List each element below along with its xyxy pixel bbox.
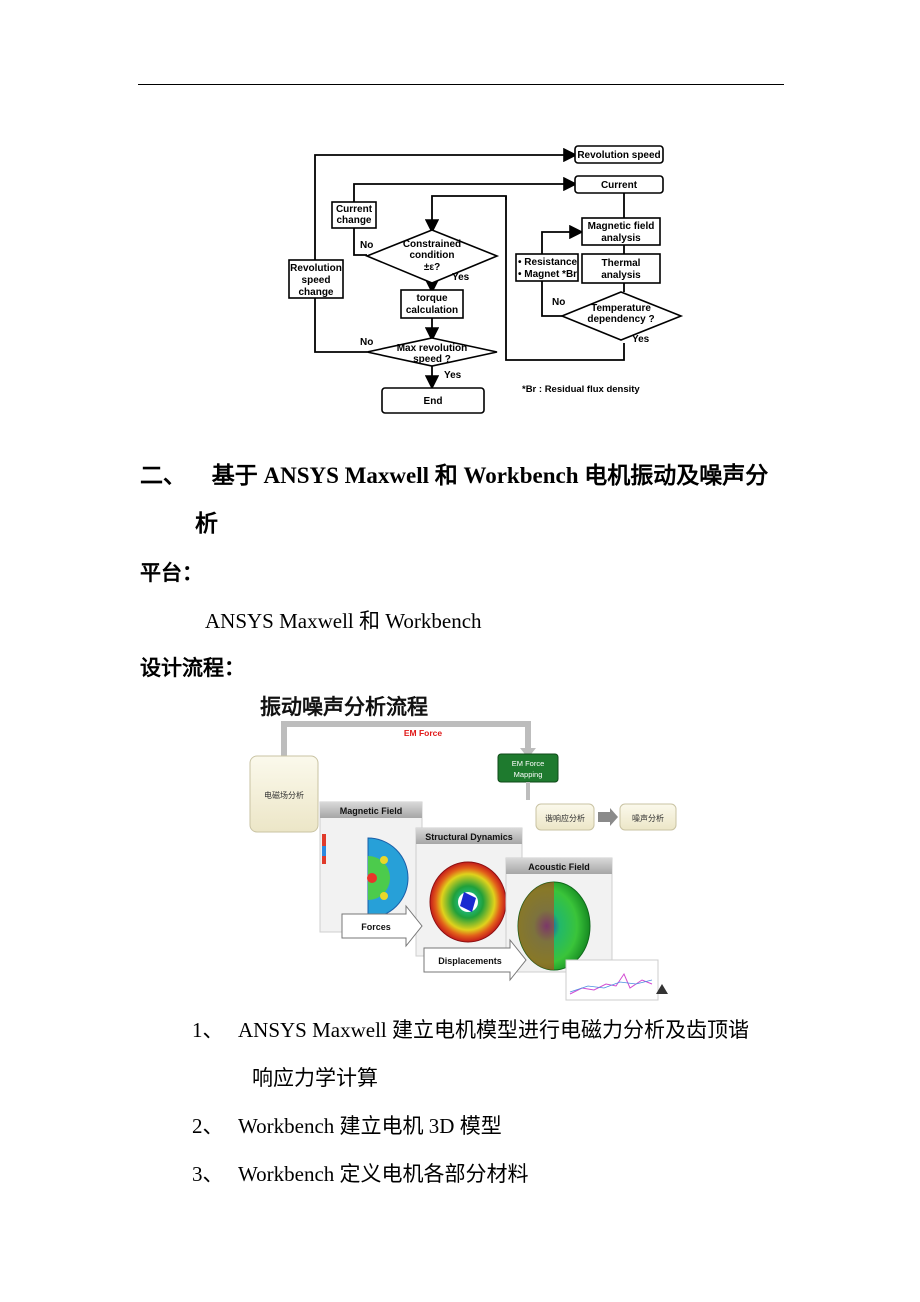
platform-value: ANSYS Maxwell 和 Workbench bbox=[205, 609, 482, 633]
no-label-temperature: No bbox=[552, 297, 565, 308]
temperature-line1: Temperature bbox=[591, 303, 651, 314]
section-title-line2: 析 bbox=[195, 511, 218, 536]
em-force-mapping-line1: EM Force bbox=[512, 759, 545, 768]
displacements-arrow-label: Displacements bbox=[438, 956, 502, 966]
constrained-line2: condition bbox=[410, 250, 455, 261]
magnetic-field-line1: Magnetic field bbox=[588, 221, 655, 232]
step-3-number: 3、 bbox=[192, 1162, 224, 1186]
max-rev-line1: Max revolution bbox=[397, 343, 468, 354]
thermal-line1: Thermal bbox=[602, 258, 641, 269]
platform-label: 平台： bbox=[140, 561, 203, 585]
forces-arrow-label: Forces bbox=[361, 922, 391, 932]
step-3: 3、 Workbench 定义电机各部分材料 bbox=[192, 1158, 529, 1188]
em-field-analysis-box: 电磁场分析 bbox=[264, 790, 304, 800]
yes-label-constrained: Yes bbox=[452, 272, 470, 283]
torque-line2: calculation bbox=[406, 305, 458, 316]
no-label-maxrev: No bbox=[360, 337, 373, 348]
constrained-line1: Constrained bbox=[403, 239, 461, 250]
em-force-label: EM Force bbox=[404, 728, 443, 738]
revolution-speed-change-line3: change bbox=[298, 287, 333, 298]
design-flow-label: 设计流程： bbox=[140, 656, 245, 680]
noise-analysis-box: 噪声分析 bbox=[632, 813, 664, 823]
section-title-line1: 基于 ANSYS Maxwell 和 Workbench 电机振动及噪声分 bbox=[211, 463, 769, 488]
em-force-mapping-line2: Mapping bbox=[514, 770, 543, 779]
yes-label-temperature: Yes bbox=[632, 334, 650, 345]
thermal-line2: analysis bbox=[601, 270, 641, 281]
magnetic-field-panel-title: Magnetic Field bbox=[340, 806, 403, 816]
magnetic-field-line2: analysis bbox=[601, 233, 641, 244]
resistance-line1: • Resistance bbox=[518, 257, 578, 268]
step-1-number: 1、 bbox=[192, 1018, 224, 1042]
structural-dynamics-panel-title: Structural Dynamics bbox=[425, 832, 513, 842]
revolution-speed-change-line1: Revolution bbox=[290, 263, 342, 274]
resistance-line2: • Magnet *Br bbox=[518, 269, 577, 280]
yes-label-maxrev: Yes bbox=[444, 370, 462, 381]
br-footnote: *Br : Residual flux density bbox=[522, 384, 640, 395]
current-change-line1: Current bbox=[336, 204, 373, 215]
torque-line1: torque bbox=[416, 293, 448, 304]
acoustic-field-panel-title: Acoustic Field bbox=[528, 862, 590, 872]
no-label-constrained: No bbox=[360, 240, 373, 251]
step-2-number: 2、 bbox=[192, 1114, 224, 1138]
max-rev-line2: speed ? bbox=[413, 354, 451, 365]
step-1: 1、 ANSYS Maxwell 建立电机模型进行电磁力分析及齿顶谐 bbox=[192, 1014, 749, 1044]
torque-flowchart: Revolution speed Current Current change … bbox=[288, 145, 684, 414]
revolution-speed-box: Revolution speed bbox=[577, 150, 660, 161]
current-change-line2: change bbox=[336, 215, 371, 226]
step-2-text: Workbench 建立电机 3D 模型 bbox=[238, 1114, 502, 1138]
constrained-line3: ±ε? bbox=[424, 262, 440, 273]
section-number: 二、 bbox=[140, 463, 186, 488]
harmonic-response-box: 谐响应分析 bbox=[545, 813, 585, 823]
step-1-text: ANSYS Maxwell 建立电机模型进行电磁力分析及齿顶谐 bbox=[238, 1018, 750, 1042]
section-heading: 二、 基于 ANSYS Maxwell 和 Workbench 电机振动及噪声分… bbox=[140, 457, 769, 536]
step-1-continuation: 响应力学计算 bbox=[252, 1066, 378, 1090]
step-3-text: Workbench 定义电机各部分材料 bbox=[238, 1162, 529, 1186]
temperature-line2: dependency ? bbox=[587, 314, 654, 325]
process-title: 振动噪声分析流程 bbox=[260, 695, 428, 719]
end-box: End bbox=[424, 396, 443, 407]
vibration-noise-process-figure: 振动噪声分析流程 EM Force EM Force Mapping 电磁场分析… bbox=[249, 695, 677, 1001]
step-2: 2、 Workbench 建立电机 3D 模型 bbox=[192, 1110, 502, 1140]
current-box: Current bbox=[601, 180, 638, 191]
header-rule bbox=[138, 84, 784, 85]
revolution-speed-change-line2: speed bbox=[302, 275, 331, 286]
